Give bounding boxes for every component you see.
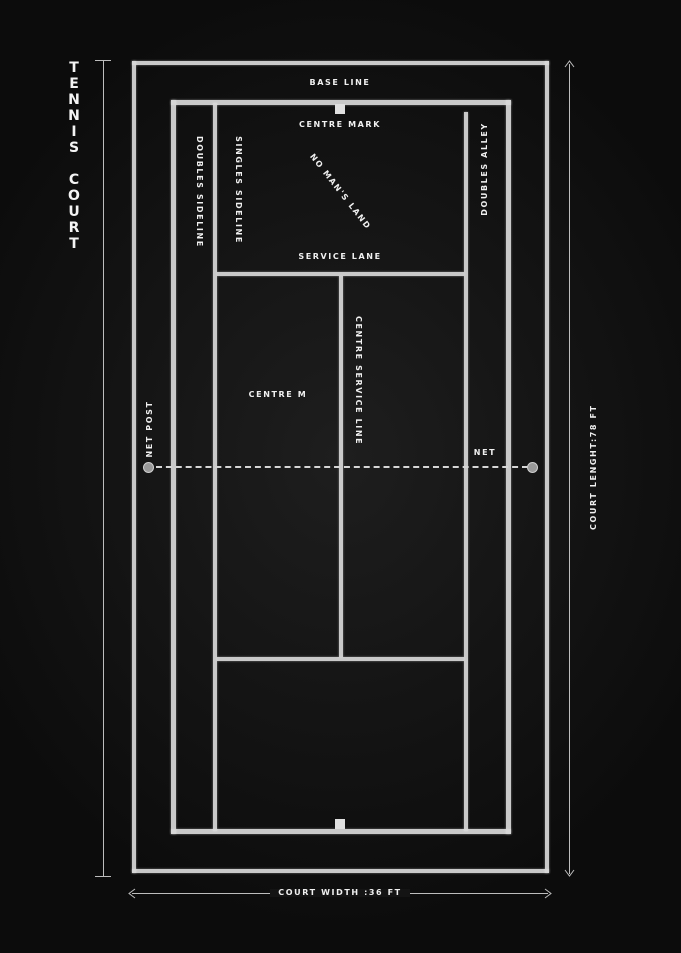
outer-line-bottom	[132, 869, 549, 873]
length-dimension-tick-bottom	[95, 876, 111, 877]
label-base-line: BASE LINE	[309, 78, 371, 87]
label-singles-sideline: SINGLES SIDELINE	[234, 136, 243, 244]
title-char: U	[68, 204, 80, 220]
title-char: S	[68, 140, 80, 156]
label-centre-service-line: CENTRE SERVICE LINE	[354, 316, 363, 446]
title-char: T	[69, 236, 79, 252]
title-char: E	[69, 76, 79, 92]
title-char: R	[68, 220, 80, 236]
length-dimension-tick-top	[95, 60, 111, 61]
title-char: N	[68, 92, 80, 108]
label-service-lane: SERVICE LANE	[298, 252, 382, 261]
length-arrow-line	[569, 64, 570, 874]
title-char	[60, 156, 88, 172]
label-no-mans-land: NO MAN'S LAND	[308, 152, 373, 232]
title-char: C	[68, 172, 80, 188]
arrow-down-icon	[564, 869, 575, 877]
label-court-length: COURT LENGHT:78 FT	[589, 404, 598, 530]
outer-line-right	[545, 61, 549, 873]
length-dimension-line-left	[103, 60, 104, 876]
baseline-top	[171, 100, 511, 105]
baseline-bottom	[171, 829, 511, 834]
label-doubles-alley: DOUBLES ALLEY	[480, 122, 489, 216]
centre-mark-bottom	[335, 819, 345, 829]
label-centre-m: CENTRE M	[248, 390, 308, 399]
label-doubles-sideline: DOUBLES SIDELINE	[195, 136, 204, 248]
net-line	[156, 466, 528, 468]
outer-line-left	[132, 61, 136, 873]
net-post-right	[527, 462, 538, 473]
net-post-left	[143, 462, 154, 473]
arrow-up-icon	[564, 60, 575, 68]
label-net-post: NET POST	[145, 400, 154, 458]
service-line-bottom	[217, 657, 464, 661]
title-char: I	[71, 124, 77, 140]
title-char: T	[69, 60, 79, 76]
arrow-right-icon	[544, 888, 552, 899]
title-char: O	[68, 188, 80, 204]
arrow-left-icon	[128, 888, 136, 899]
singles-sideline-right	[464, 112, 468, 831]
label-net: NET	[473, 448, 497, 457]
label-centre-mark: CENTRE MARK	[298, 120, 381, 129]
title-char: N	[68, 108, 80, 124]
outer-line-top	[132, 61, 549, 65]
centre-mark-top	[335, 104, 345, 114]
label-court-width: COURT WIDTH :36 FT	[270, 889, 410, 897]
service-line-top	[217, 272, 464, 276]
